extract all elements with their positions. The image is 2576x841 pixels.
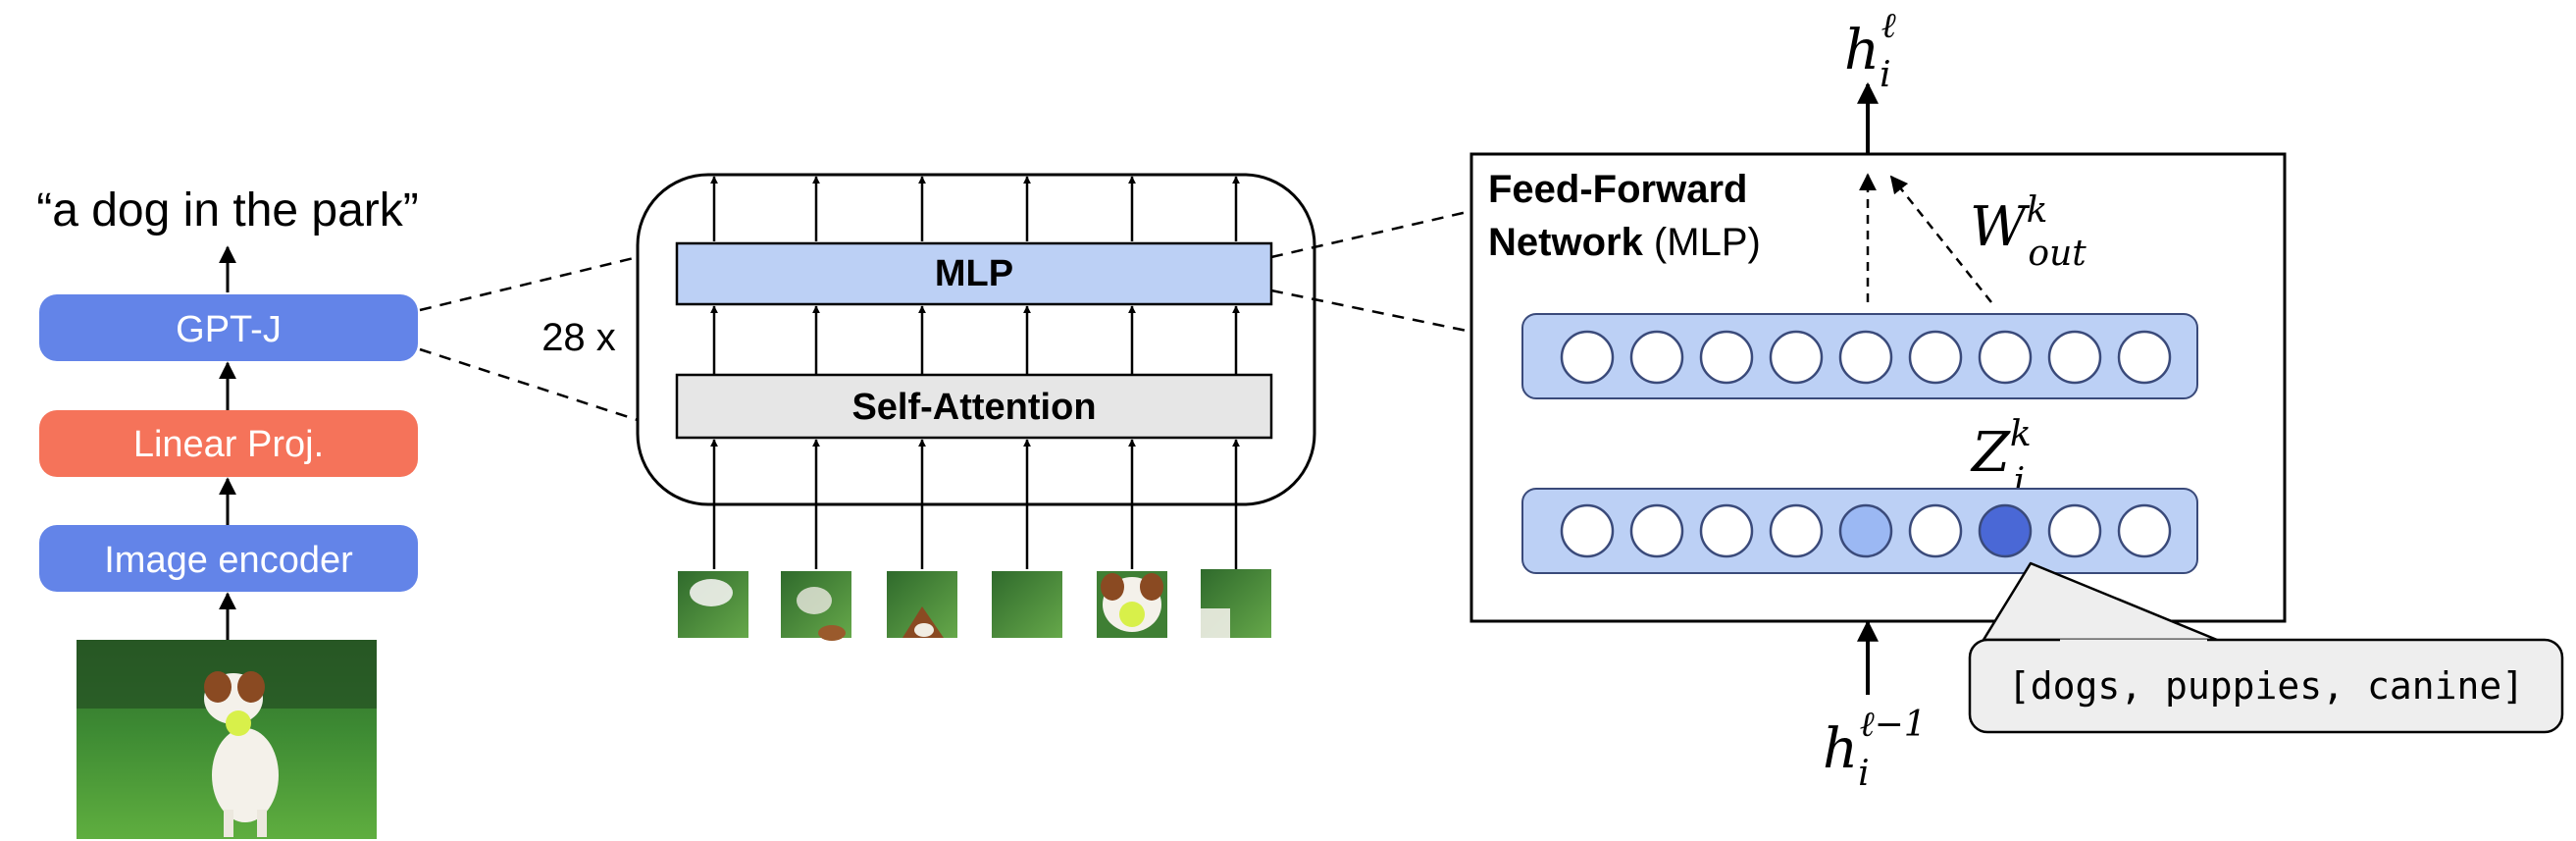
image-patches <box>678 569 1271 641</box>
image-encoder-box: Image encoder <box>39 525 418 592</box>
image-patch-6 <box>1201 569 1271 638</box>
image-patch-2 <box>781 571 851 641</box>
ffn-title-normal: (MLP) <box>1643 221 1761 264</box>
neuron <box>2047 330 2102 385</box>
neuron-row-top <box>1521 313 2198 399</box>
patch-input-arrows <box>710 439 1240 569</box>
h-bottom-label: hiℓ−1 <box>1823 705 1927 794</box>
transformer-block <box>636 173 1316 506</box>
image-patch-3 <box>887 571 957 638</box>
mlp-layer: MLP <box>675 241 1273 306</box>
neuron-concepts-text: [dogs, puppies, canine] <box>2008 664 2524 708</box>
neuron-concept-callout: [dogs, puppies, canine] <box>1968 561 2564 734</box>
image-patch-4 <box>992 571 1062 638</box>
ffn-title-bold: Network <box>1488 221 1644 264</box>
neuron <box>2047 503 2102 558</box>
neuron <box>1978 330 2033 385</box>
gptj-box: GPT-J <box>39 294 418 361</box>
neuron <box>1629 503 1684 558</box>
image-patch-5 <box>1097 571 1167 638</box>
neuron-row-bottom <box>1521 488 2198 574</box>
self-attention-label: Self-Attention <box>851 387 1096 428</box>
neuron <box>1699 503 1754 558</box>
ffn-title-line1: Feed-Forward <box>1488 168 1747 211</box>
neuron-active-dark <box>1978 503 2033 558</box>
self-attention-layer: Self-Attention <box>675 373 1273 440</box>
neuron <box>1560 330 1615 385</box>
gptj-label: GPT-J <box>176 309 282 350</box>
zoom-connectors <box>419 209 1472 422</box>
h-top-label: hiℓ <box>1844 6 1896 95</box>
caption-text: “a dog in the park” <box>36 184 419 237</box>
neuron <box>1629 330 1684 385</box>
neuron <box>2117 503 2172 558</box>
attention-to-mlp-arrows <box>710 305 1240 375</box>
neuron <box>1560 503 1615 558</box>
image-encoder-label: Image encoder <box>104 540 353 581</box>
ffn-title-line2: Network (MLP) <box>1488 221 1761 264</box>
dashed-arrow-diagonal <box>1889 175 1992 303</box>
repeat-label: 28 x <box>541 316 616 359</box>
neuron <box>1769 503 1824 558</box>
linear-proj-label: Linear Proj. <box>133 424 324 465</box>
neuron <box>1908 503 1963 558</box>
mlp-label: MLP <box>935 253 1013 294</box>
dog-photo <box>77 640 377 839</box>
neuron <box>1699 330 1754 385</box>
neuron-active-light <box>1838 503 1893 558</box>
neuron <box>1908 330 1963 385</box>
neuron <box>2117 330 2172 385</box>
neuron <box>1769 330 1824 385</box>
image-patch-1 <box>678 571 748 638</box>
linear-proj-box: Linear Proj. <box>39 410 418 477</box>
mlp-output-arrows <box>710 176 1240 241</box>
neuron <box>1838 330 1893 385</box>
